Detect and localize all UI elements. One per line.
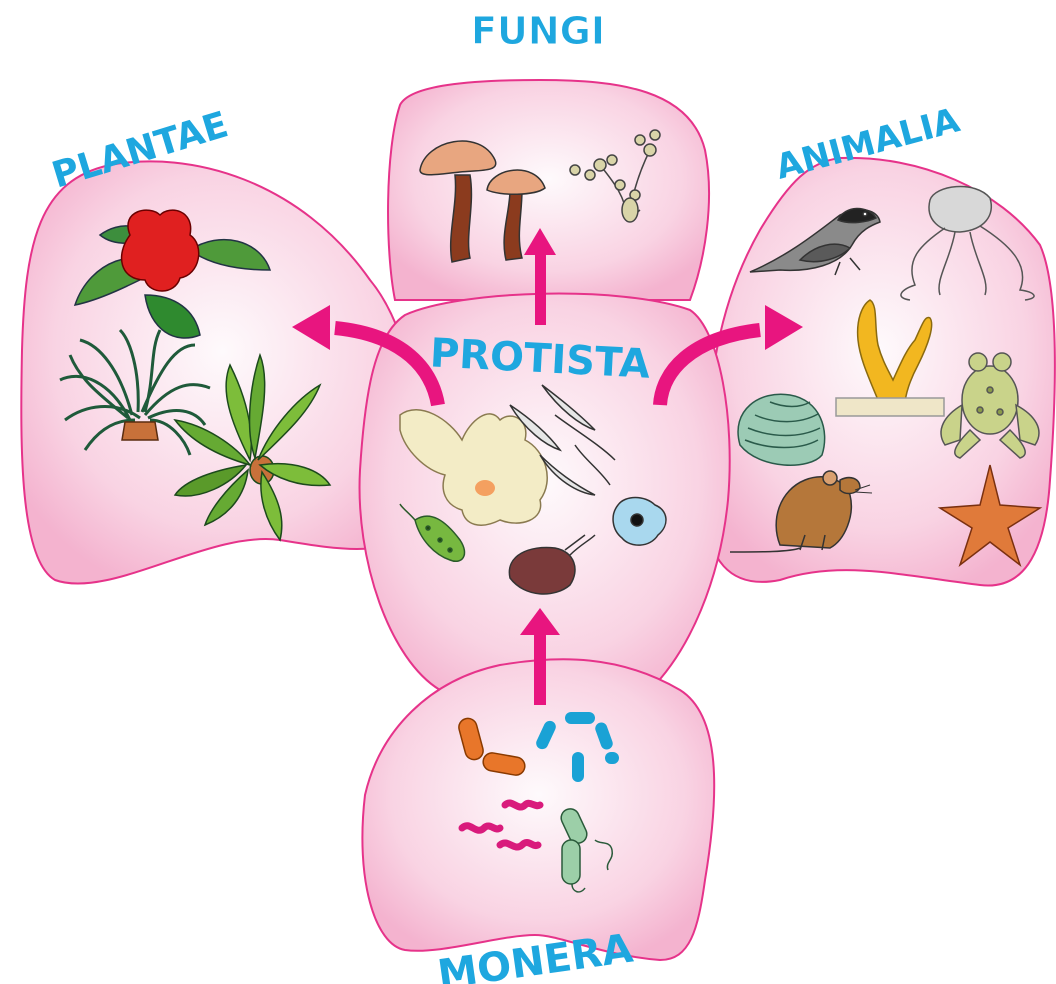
shell-icon [738,394,825,465]
label-fungi: FUNGI [471,9,605,53]
fungi-region [388,80,709,300]
